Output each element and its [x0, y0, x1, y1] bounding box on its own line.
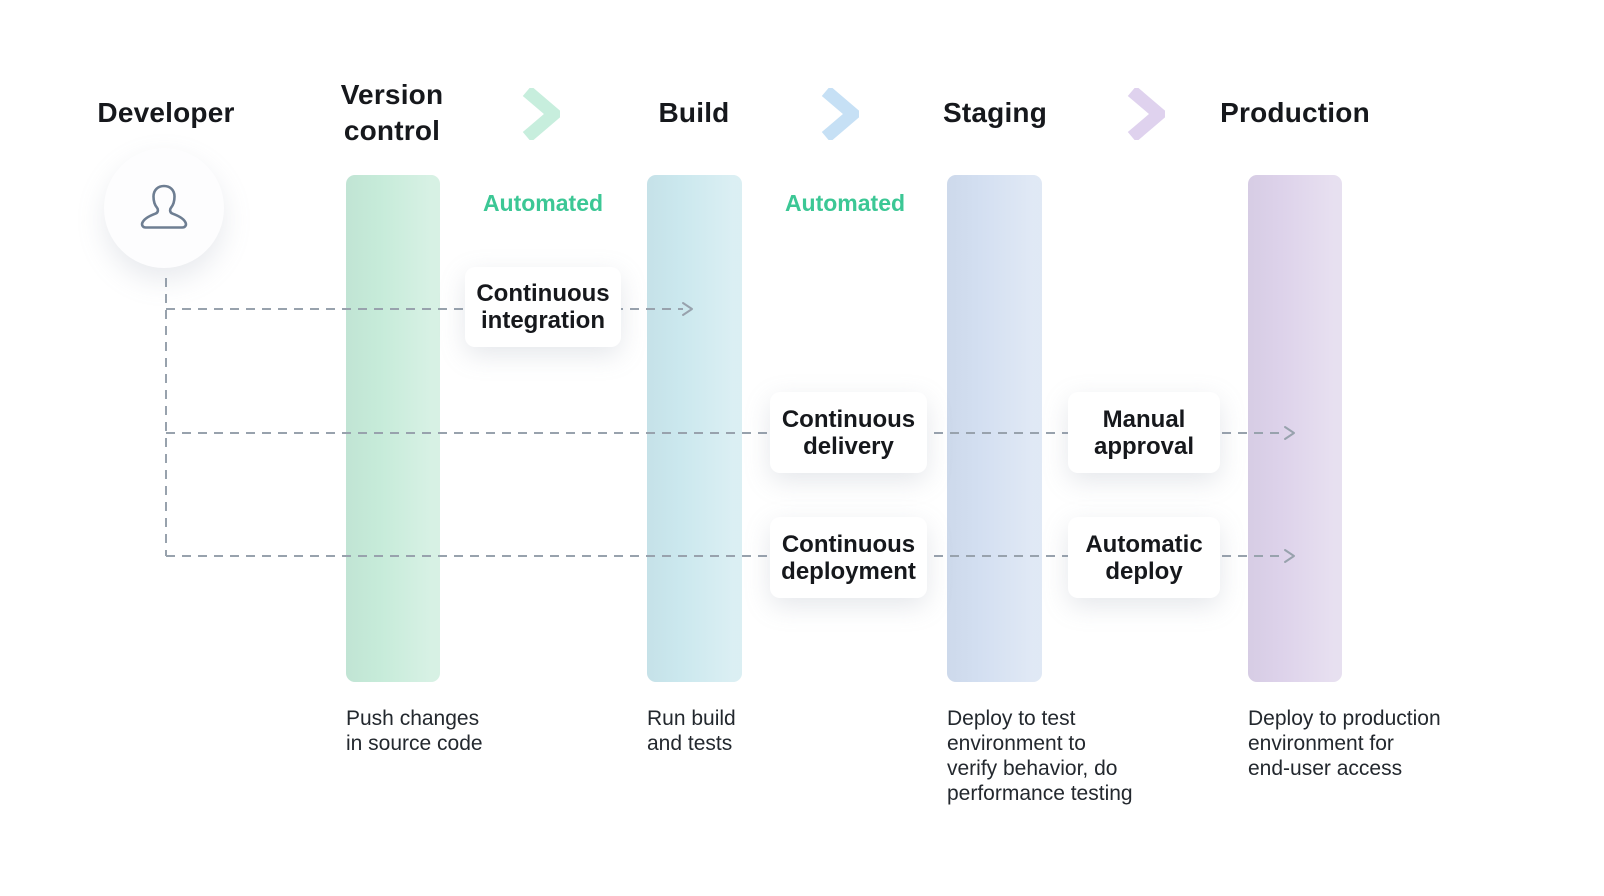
arrowhead-icon — [1284, 426, 1295, 440]
arrowhead-icon — [1284, 549, 1295, 563]
stage-description-staging: Deploy to test environment to verify beh… — [947, 707, 1133, 805]
stage-bar-build — [647, 175, 742, 682]
stage-description-production: Deploy to production environment for end… — [1248, 707, 1441, 780]
chevron-right-icon — [821, 88, 859, 140]
card-continuous-integration: Continuous integration — [465, 267, 621, 347]
stage-bar-staging — [947, 175, 1042, 682]
stage-title-developer: Developer — [97, 97, 235, 128]
stage-description-version-control: Push changes in source code — [346, 707, 483, 755]
arrowhead-icon — [682, 302, 693, 316]
card-continuous-deployment: Continuous deployment — [770, 517, 927, 598]
card-manual-approval: Manual approval — [1068, 392, 1220, 473]
stage-title-staging: Staging — [942, 97, 1048, 128]
developer-avatar — [104, 148, 224, 268]
automated-label: Automated — [482, 190, 604, 216]
stage-title-version-control: Version control — [340, 79, 444, 146]
stage-bar-version-control — [346, 175, 440, 682]
automated-label: Automated — [784, 190, 906, 216]
card-continuous-delivery: Continuous delivery — [770, 392, 927, 473]
stage-title-production: Production — [1220, 97, 1370, 128]
chevron-right-icon — [522, 88, 560, 140]
person-icon — [140, 184, 188, 229]
stage-bar-production — [1248, 175, 1342, 682]
card-automatic-deploy: Automatic deploy — [1068, 517, 1220, 598]
stage-title-build: Build — [658, 97, 730, 128]
stage-description-build: Run build and tests — [647, 707, 736, 755]
chevron-right-icon — [1127, 88, 1165, 140]
